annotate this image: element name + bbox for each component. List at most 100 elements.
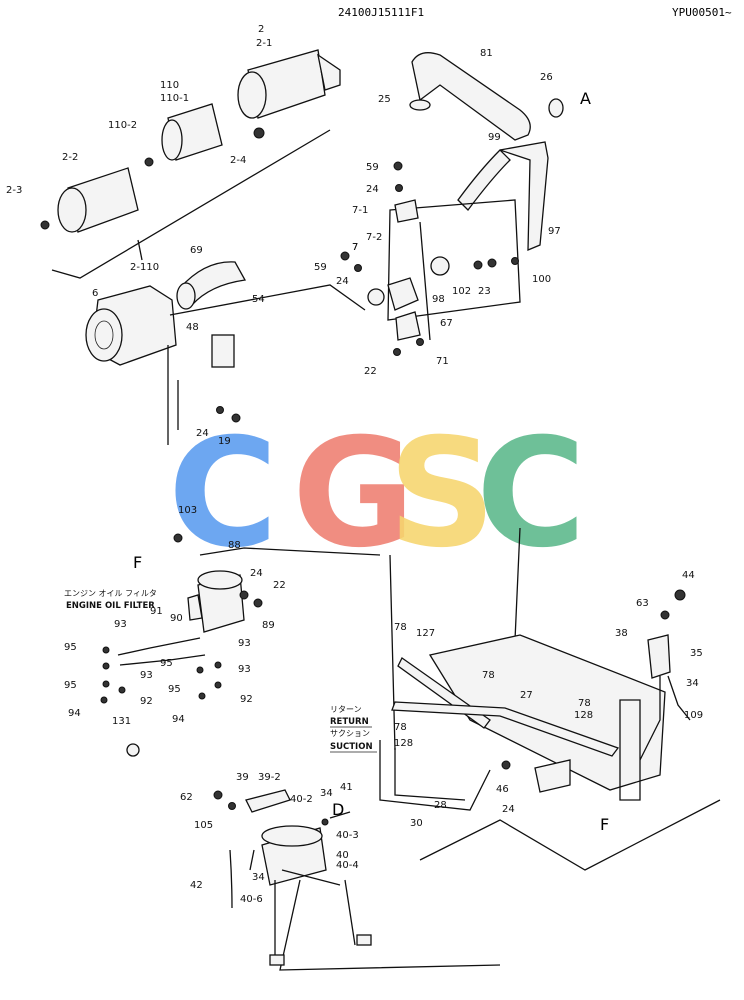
clip-131 — [126, 743, 140, 757]
bolt-92a — [118, 686, 126, 694]
suction-label-jp: サクション — [330, 729, 370, 738]
lower-callout-24: 35 — [690, 648, 703, 659]
upper-callout-25: 24 — [336, 276, 349, 287]
upper-callout-35: 19 — [218, 436, 231, 447]
lower-callout-25: 127 — [416, 628, 435, 639]
lower-callout-22: 63 — [636, 598, 649, 609]
lower-callout-3: 24 — [250, 568, 263, 579]
upper-callout-28: 100 — [532, 274, 551, 285]
clamp-25 — [409, 99, 431, 111]
lower-callout-15: 95 — [168, 684, 181, 695]
upper-callout-12: 54 — [252, 294, 265, 305]
upper-callout-32: 22 — [364, 366, 377, 377]
strainer-35 — [647, 634, 671, 679]
lower-callout-2: F — [133, 553, 142, 572]
lower-callout-48: 40-3 — [336, 830, 359, 841]
lower-callout-27: 34 — [686, 678, 699, 689]
lower-callout-20: 131 — [112, 716, 131, 727]
bolt-92b — [214, 681, 222, 689]
bracket-24 — [534, 759, 571, 793]
bolt-59a — [393, 161, 403, 171]
return-label-en: RETURN — [330, 717, 369, 727]
upper-callout-27: 23 — [478, 286, 491, 297]
upper-callout-24: 59 — [314, 262, 327, 273]
lower-callout-46: D — [332, 800, 344, 819]
lower-callout-1: 88 — [228, 540, 241, 551]
upper-callout-7: 2-4 — [230, 155, 246, 166]
lower-callout-33: 78 — [394, 722, 407, 733]
lower-callout-52: 42 — [190, 880, 203, 891]
intake-hose-group — [85, 261, 366, 445]
upper-callout-5: 2-2 — [62, 152, 78, 163]
bolt-62 — [213, 790, 223, 800]
lower-callout-9: 93 — [238, 638, 251, 649]
clip-100 — [511, 257, 519, 265]
upper-callout-21: 7 — [352, 242, 358, 253]
filter-label-jp: エンジン オイル フィルタ — [64, 589, 157, 598]
fitting-95d — [196, 666, 204, 674]
upper-callout-26: 7 — [352, 242, 358, 253]
turbo-inlet — [85, 308, 123, 362]
lower-callout-41: 39 — [236, 772, 249, 783]
washer-24b — [354, 264, 362, 272]
lower-callout-8: 95 — [64, 642, 77, 653]
outer-element-end — [57, 187, 87, 233]
hose-69 — [179, 261, 247, 307]
washer-63 — [660, 610, 670, 620]
upper-callout-2: 110 — [160, 80, 179, 91]
upper-callout-30: 102 — [452, 286, 471, 297]
elbow-fitting — [367, 288, 385, 306]
lower-callout-34: 128 — [394, 738, 413, 749]
washer-24a — [395, 184, 403, 192]
lower-callout-7: 93 — [114, 619, 127, 630]
upper-callout-22: 7-2 — [366, 232, 382, 243]
housing-outlet — [317, 53, 341, 91]
clamp-67 — [395, 311, 421, 341]
grommet-23b — [487, 258, 497, 268]
bracket-39 — [245, 789, 291, 813]
lower-callout-39: F — [600, 815, 609, 834]
turbo-inlet-inner — [94, 320, 114, 350]
frame-rib — [419, 221, 431, 341]
lower-callout-44: 41 — [340, 782, 353, 793]
inner-element-end — [161, 119, 183, 161]
air-cleaner-group — [40, 49, 341, 279]
upper-callouts: 22-1110110-1110-22-22-32-42-110669485481… — [6, 24, 591, 447]
base-frame — [279, 799, 721, 971]
leader-line — [169, 284, 366, 316]
filter-stand — [274, 869, 356, 960]
hose-81 — [411, 52, 531, 141]
vacuator-valve — [253, 127, 265, 139]
washer-24c — [239, 590, 249, 600]
lower-callout-12: 93 — [238, 664, 251, 675]
bolt-19 — [231, 413, 241, 423]
watermark-letter-c1: C — [168, 407, 278, 581]
clamp-26 — [548, 98, 564, 118]
upper-callout-13: 81 — [480, 48, 493, 59]
bolt-94b — [198, 692, 206, 700]
lower-callout-17: 94 — [68, 708, 81, 719]
hoses-28-30 — [379, 740, 491, 811]
fitting-95c — [102, 680, 110, 688]
fuel-filter-group — [213, 789, 372, 966]
wing-nut — [40, 220, 50, 230]
hydraulic-tank-group — [279, 527, 721, 971]
upper-callout-29: 98 — [432, 294, 445, 305]
lower-callout-21: 44 — [682, 570, 695, 581]
fitting-102 — [430, 256, 450, 276]
lower-callout-51: 34 — [252, 872, 265, 883]
bracket-98 — [387, 277, 419, 311]
upper-callout-9: 6 — [92, 288, 98, 299]
radiator-frame — [387, 199, 521, 321]
upper-callout-11: 48 — [186, 322, 199, 333]
upper-callout-17: 99 — [488, 132, 501, 143]
lower-callout-5: 91 — [150, 606, 163, 617]
tank-frame-lines — [389, 527, 521, 751]
upper-callout-16: 25 — [378, 94, 391, 105]
lower-callout-47: 105 — [194, 820, 213, 831]
hose-41 — [329, 811, 351, 819]
lower-callout-30: 78 — [578, 698, 591, 709]
return-label-jp: リターン — [330, 705, 362, 714]
clamp-7 — [394, 199, 419, 223]
lower-callout-14: 92 — [140, 696, 153, 707]
